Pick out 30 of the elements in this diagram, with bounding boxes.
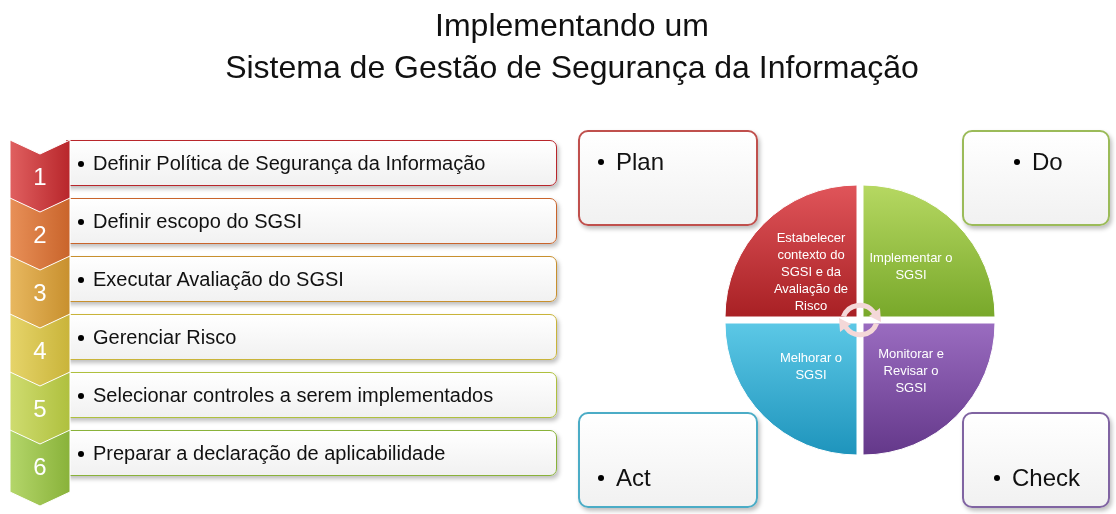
step-text: Definir Política de Segurança da Informação <box>93 151 486 176</box>
step-text: Gerenciar Risco <box>93 325 237 350</box>
step-text: Preparar a declaração de aplicabilidade <box>93 441 446 466</box>
phase-box <box>962 130 1110 226</box>
phase-box <box>962 412 1110 508</box>
chevron-shape <box>10 430 70 506</box>
phase-box <box>578 412 758 508</box>
step-number: 2 <box>32 220 48 250</box>
step-number: 5 <box>32 394 48 424</box>
sector-label: Monitorar e Revisar o SGSI <box>877 345 945 396</box>
phase-box <box>578 130 758 226</box>
phase-label: Act <box>616 463 651 493</box>
step-number: 1 <box>32 162 48 192</box>
step-number: 6 <box>32 452 48 482</box>
phase-label: Plan <box>616 147 665 177</box>
sector-label: Melhorar o SGSI <box>778 349 844 383</box>
step-text: Selecionar controles a serem implementados <box>93 383 494 408</box>
step-number: 4 <box>32 336 48 366</box>
phase-label: Do <box>1032 147 1063 177</box>
quadrant-sector <box>725 185 857 317</box>
step-number: 3 <box>32 278 48 308</box>
quadrant-sector <box>863 323 995 455</box>
quadrant-sector <box>863 185 995 317</box>
quadrant-sector <box>725 323 857 455</box>
step-text: Executar Avaliação do SGSI <box>93 267 344 292</box>
step-text: Definir escopo do SGSI <box>93 209 302 234</box>
title: Implementando um Sistema de Gestão de Segurança da Informação <box>224 6 920 87</box>
sector-label: Implementar o SGSI <box>869 249 953 283</box>
phase-label: Check <box>1012 463 1081 493</box>
sector-label: Estabelecer contexto do SGSI e da Avaliação de Risco <box>772 229 850 314</box>
